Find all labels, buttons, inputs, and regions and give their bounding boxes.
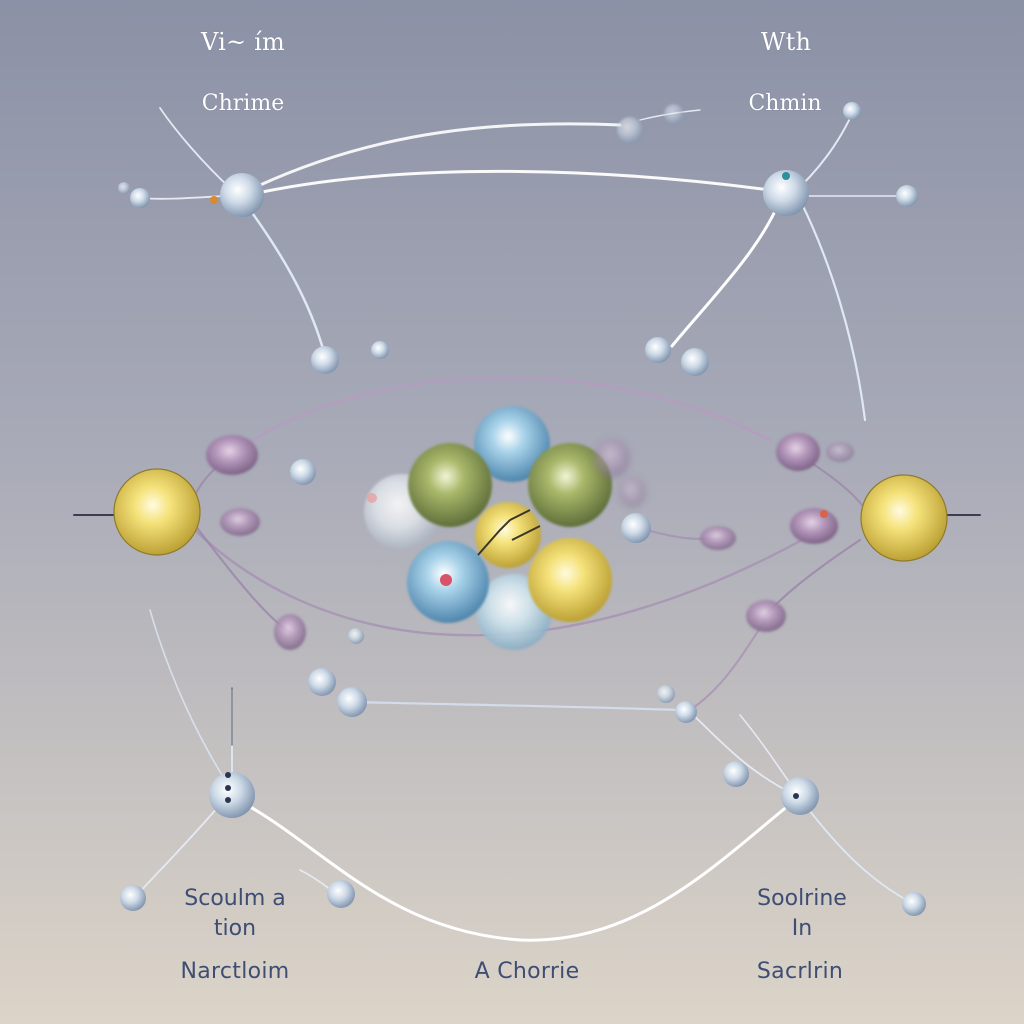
bond-line — [256, 122, 622, 188]
nucleus-dot — [367, 493, 377, 503]
label-bottom-right-line2: In — [791, 916, 813, 941]
bond-line — [670, 198, 782, 348]
bond-line — [228, 376, 772, 457]
sphere-icon — [723, 761, 749, 787]
nucleus-bonds — [477, 509, 541, 556]
sphere-icon — [675, 701, 697, 723]
mauve-sphere-faint — [594, 438, 630, 478]
electron-nodes — [118, 102, 926, 916]
marker-dot — [793, 793, 799, 799]
marker-dot — [210, 196, 218, 204]
bond-line — [228, 794, 802, 942]
sphere-icon — [645, 337, 671, 363]
bond-line — [159, 107, 233, 191]
mauve-sphere — [746, 600, 786, 632]
label-bottom-far-right: Sacrlrin — [756, 959, 844, 984]
bond-line — [798, 198, 867, 422]
mauve-sphere-faint — [826, 442, 854, 462]
bond-line — [689, 619, 766, 711]
mauve-sphere — [790, 508, 838, 544]
bond-line — [149, 609, 226, 781]
sphere-icon — [843, 102, 861, 120]
atom-cluster-icon — [364, 406, 612, 650]
sphere-icon — [896, 185, 918, 207]
sphere-icon — [657, 685, 675, 703]
label-bottom-center: A Chorrie — [474, 959, 580, 984]
sphere-icon — [763, 170, 809, 216]
marker-dot — [225, 797, 231, 803]
bond-line — [689, 711, 796, 796]
mauve-sphere — [274, 614, 306, 650]
sphere-icon — [290, 459, 316, 485]
sphere-icon — [371, 341, 389, 359]
sphere-icon — [681, 348, 709, 376]
sphere-icon — [348, 628, 364, 644]
bond-line — [348, 700, 682, 712]
bond-line — [133, 799, 225, 899]
sphere-icon — [617, 117, 643, 143]
sphere-icon — [220, 173, 264, 217]
mauve-sphere — [776, 433, 820, 471]
label-bottom-right-block: Soolrine In — [757, 884, 847, 944]
sphere-icon — [130, 188, 150, 208]
sphere-icon — [308, 668, 336, 696]
mauve-sphere-faint — [618, 476, 646, 508]
nucleus-sphere-gold — [528, 538, 612, 622]
mauve-sphere — [700, 526, 736, 550]
label-bottom-far-left: Narctloim — [180, 959, 290, 984]
label-top-left: Vi~ ím — [201, 28, 285, 56]
marker-dot — [782, 172, 790, 180]
sphere-icon — [327, 880, 355, 908]
sphere-icon — [337, 687, 367, 717]
label-sub-left: Chrime — [201, 91, 285, 116]
nucleus-sphere-olive — [528, 443, 612, 527]
sphere-icon — [781, 777, 819, 815]
sphere-icon — [664, 104, 684, 124]
gold-spheres — [113, 468, 948, 562]
mauve-sphere — [206, 435, 258, 475]
marker-dot — [225, 785, 231, 791]
gold-sphere-left — [113, 468, 201, 556]
mauve-sphere — [220, 508, 260, 536]
nucleus-sphere-olive — [408, 443, 492, 527]
label-bottom-left-line1: Scoulm a — [184, 886, 286, 911]
bond-line — [260, 169, 772, 194]
label-bottom-left-line2: tion — [213, 916, 257, 941]
label-bottom-left-block: Scoulm a tion — [184, 884, 285, 944]
bond-line — [238, 194, 327, 358]
sphere-icon — [120, 885, 146, 911]
sphere-icon — [118, 182, 130, 194]
nucleus-sphere-gold-center — [475, 502, 541, 568]
bond-line — [183, 518, 822, 637]
nucleus-sphere-sky — [474, 406, 550, 482]
bond-line — [805, 805, 911, 903]
marker-dot — [225, 772, 231, 778]
nucleus-dot — [440, 574, 452, 586]
mauve-spheres — [206, 433, 854, 650]
marker-dot — [820, 510, 828, 518]
gold-sphere-right — [860, 474, 948, 562]
sphere-icon — [902, 892, 926, 916]
sphere-icon — [621, 513, 651, 543]
label-top-right: Wth — [760, 28, 812, 56]
sphere-icon — [209, 772, 255, 818]
label-sub-right: Chmin — [748, 91, 822, 116]
sphere-icon — [311, 346, 339, 374]
label-bottom-right-line1: Soolrine — [757, 886, 847, 911]
